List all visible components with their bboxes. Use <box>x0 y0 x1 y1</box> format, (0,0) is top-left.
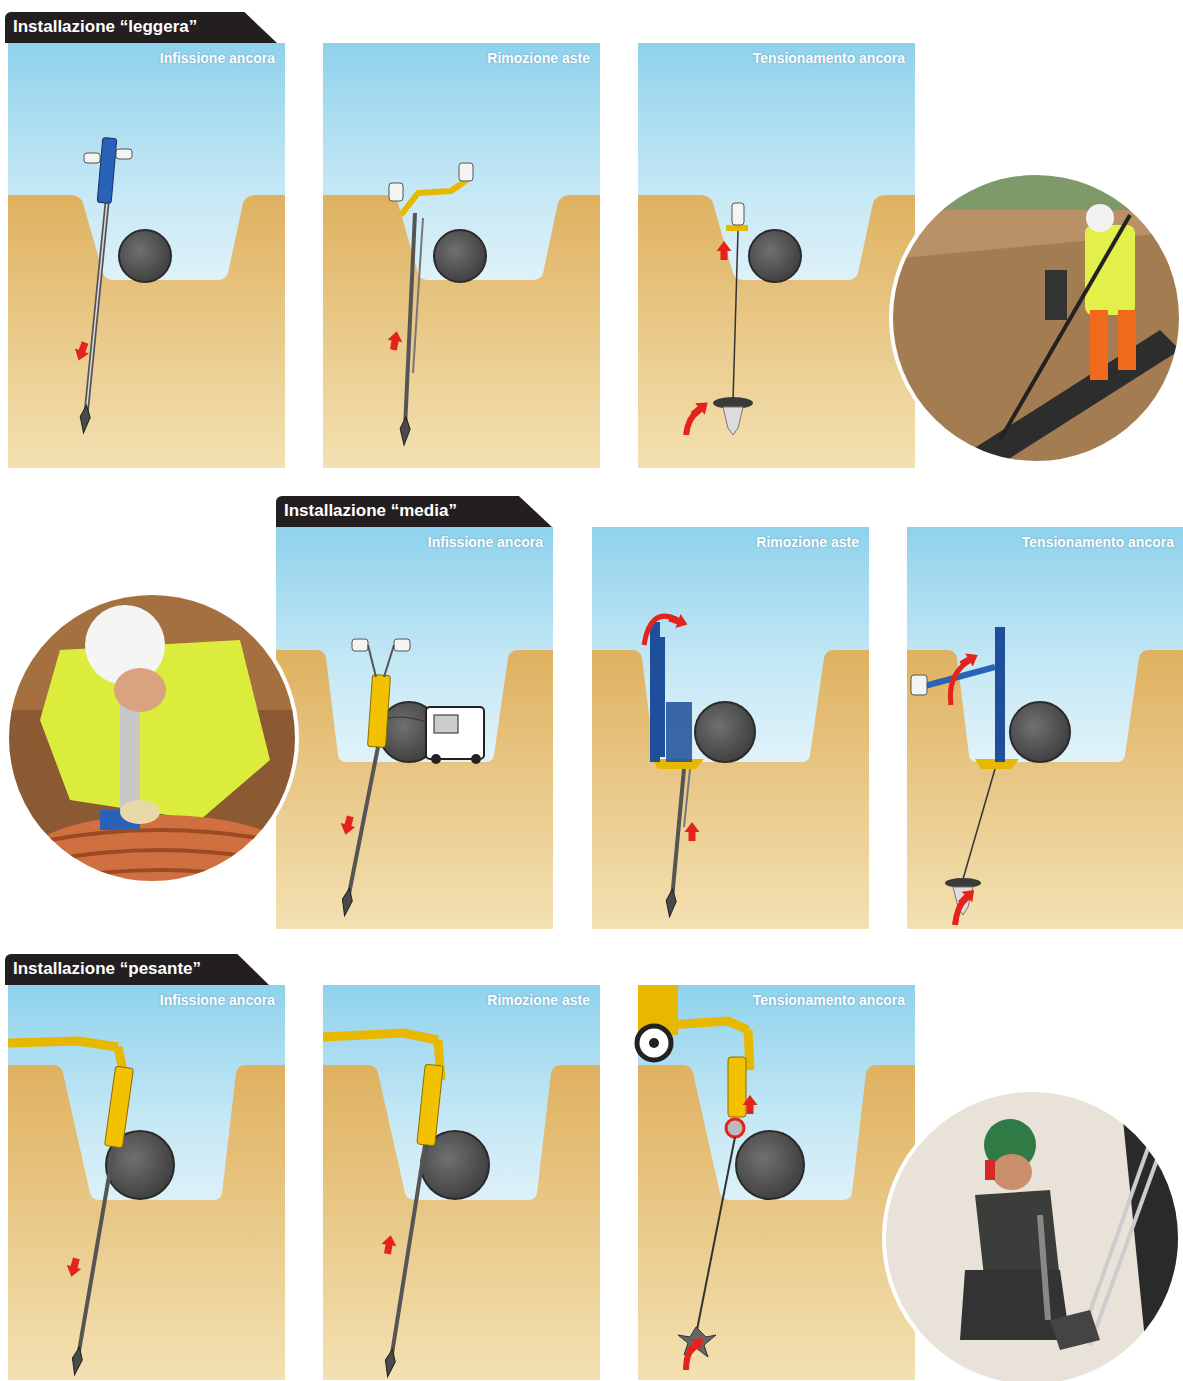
section-banner: Installazione “media” <box>276 496 552 527</box>
site-photo <box>975 1190 1060 1285</box>
site-photo <box>1090 310 1108 380</box>
site-photo <box>1040 1215 1048 1320</box>
site-photo <box>880 1085 1183 1381</box>
section-title: Installazione “leggera” <box>13 17 269 37</box>
site-photo <box>85 605 165 685</box>
site-photo <box>1045 270 1067 320</box>
site-photo <box>970 450 1010 480</box>
step-panel: Rimozione aste <box>592 527 869 929</box>
site-photo <box>0 590 300 895</box>
step-panel: Infissione ancora <box>8 43 285 468</box>
site-photo <box>120 700 140 820</box>
section-banner: Installazione “pesante” <box>5 954 269 985</box>
site-photo <box>0 590 300 895</box>
site-photo <box>880 160 1183 480</box>
site-photo <box>880 1085 1183 1381</box>
step-panel: Rimozione aste <box>323 985 600 1380</box>
site-photo <box>880 160 1183 490</box>
site-photo <box>120 800 160 824</box>
step-label: Rimozione aste <box>756 534 859 550</box>
step-panel: Tensionamento ancora <box>638 43 915 468</box>
step-label: Tensionamento ancora <box>753 50 905 66</box>
section-title: Installazione “pesante” <box>13 959 261 979</box>
site-photo <box>50 830 270 880</box>
step-label: Infissione ancora <box>160 50 275 66</box>
site-photo <box>884 1090 1180 1381</box>
step-label: Rimozione aste <box>487 50 590 66</box>
step-label: Infissione ancora <box>428 534 543 550</box>
step-label: Rimozione aste <box>487 992 590 1008</box>
site-photo <box>940 330 1180 490</box>
site-photo <box>984 1119 1036 1171</box>
section-title: Installazione “media” <box>284 501 544 521</box>
site-photo <box>0 590 300 890</box>
site-photo <box>1118 310 1136 370</box>
site-photo <box>992 1154 1032 1190</box>
step-panel: Infissione ancora <box>8 985 285 1380</box>
site-photo <box>985 1160 995 1180</box>
section-banner: Installazione “leggera” <box>5 12 277 43</box>
site-photo <box>880 230 1183 480</box>
site-photo <box>1086 204 1114 232</box>
site-photo <box>1090 1110 1175 1345</box>
site-photo <box>880 160 1183 490</box>
step-label: Tensionamento ancora <box>753 992 905 1008</box>
site-photo <box>30 815 290 895</box>
site-photo <box>40 640 270 820</box>
site-photo <box>880 160 1183 210</box>
site-photo <box>960 1270 1070 1340</box>
site-photo <box>7 593 297 883</box>
site-photo <box>1050 1310 1100 1350</box>
step-panel: Rimozione aste <box>323 43 600 468</box>
site-photo <box>880 1085 1183 1381</box>
step-label: Tensionamento ancora <box>1022 534 1174 550</box>
site-photo <box>100 810 140 830</box>
step-label: Infissione ancora <box>160 992 275 1008</box>
step-panel: Tensionamento ancora <box>638 985 915 1380</box>
site-photo <box>114 668 166 712</box>
step-panel: Tensionamento ancora <box>907 527 1183 929</box>
site-photo <box>891 173 1181 463</box>
site-photo <box>1120 1090 1183 1381</box>
site-photo <box>1085 225 1135 315</box>
step-panel: Infissione ancora <box>276 527 553 929</box>
site-photo <box>1000 215 1130 440</box>
site-photo <box>0 590 300 710</box>
site-photo <box>1080 1100 1165 1340</box>
